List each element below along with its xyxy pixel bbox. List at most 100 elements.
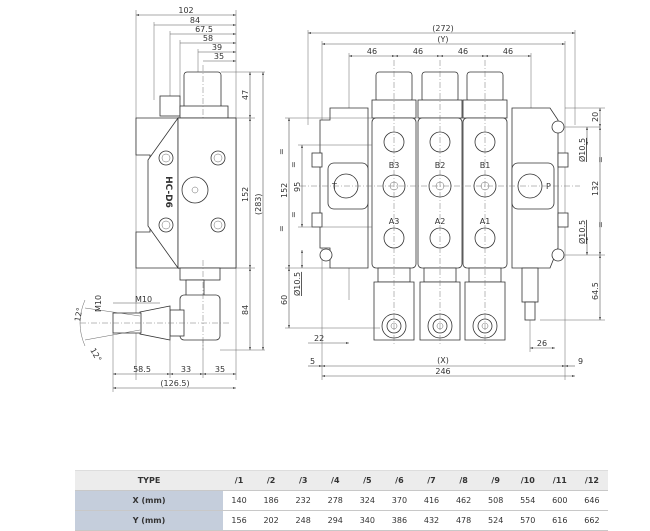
dim-39: 39 [212, 43, 222, 52]
dim-y: (Y) [437, 35, 448, 44]
table-cell: 462 [447, 490, 480, 511]
technical-drawing: 102 84 67.5 58 39 35 [73, 6, 605, 392]
work-sections: B3 B2 B1 A3 A2 A1 [371, 117, 508, 269]
table-cell: 340 [351, 510, 384, 531]
table-row-y: Y (mm) 156 202 248 294 340 386 432 478 5… [75, 510, 608, 531]
dim-126-5: (126.5) [160, 379, 189, 388]
dim-dia-10-5-bottom: Ø10.5 [577, 220, 587, 244]
dim-283: (283) [254, 193, 263, 215]
spool-caps [371, 71, 508, 119]
table-cell: 616 [543, 510, 576, 531]
type-col: /8 [447, 470, 480, 491]
type-col: /10 [511, 470, 544, 491]
body-bolts [158, 150, 226, 233]
port-b1: B1 [480, 161, 491, 170]
table-cell: 416 [415, 490, 448, 511]
dim-x: (X) [437, 356, 449, 365]
type-col: /4 [319, 470, 352, 491]
angle-bottom: 12° [88, 347, 103, 364]
equal-mark-2: = [289, 161, 298, 168]
table-cell: 186 [255, 490, 288, 511]
table-cell: 294 [319, 510, 352, 531]
type-col: /11 [543, 470, 576, 491]
table-cell: 140 [223, 490, 256, 511]
dim-60: 60 [280, 295, 289, 305]
table-cell: 508 [479, 490, 512, 511]
dim-246: 246 [435, 367, 450, 376]
row-label-y: Y (mm) [75, 510, 223, 531]
table-cell: 278 [319, 490, 352, 511]
dim-132: 132 [591, 181, 600, 196]
dim-35-bottom: 35 [215, 365, 225, 374]
front-view: (272) (Y) 46 46 46 46 [277, 24, 605, 380]
front-bottom-dimensions: 22 5 (X) 246 26 9 [308, 320, 583, 377]
table-cell: 370 [383, 490, 416, 511]
dim-84: 84 [190, 16, 200, 25]
side-port [181, 176, 209, 204]
dim-5: 5 [310, 357, 315, 366]
dim-22: 22 [314, 334, 324, 343]
body-marking: HC-D6 [163, 176, 173, 208]
table-cell: 156 [223, 510, 256, 531]
port-a3: A3 [389, 217, 400, 226]
port-a1: A1 [480, 217, 491, 226]
dim-dia-10-5-top: Ø10.5 [577, 138, 587, 162]
front-right-dimensions: 20 Ø10.5 132 Ø10.5 64.5 = = [540, 107, 605, 321]
type-col: /9 [479, 470, 512, 491]
table-cell: 646 [575, 490, 608, 511]
dim-58-5: 58.5 [133, 365, 151, 374]
table-cell: 202 [255, 510, 288, 531]
lever-housing [179, 294, 221, 341]
table-cell: 662 [575, 510, 608, 531]
dim-46-b: 46 [413, 47, 423, 56]
type-col: /12 [575, 470, 608, 491]
dim-67-5: 67.5 [195, 25, 213, 34]
dim-20: 20 [591, 112, 600, 122]
side-bottom-dimensions: 58.5 33 35 (126.5) [112, 333, 236, 392]
type-col: /5 [351, 470, 384, 491]
dim-9: 9 [578, 357, 583, 366]
dim-152: 152 [241, 187, 250, 202]
dim-102: 102 [178, 6, 193, 15]
dim-272: (272) [432, 24, 454, 33]
type-col: /1 [223, 470, 256, 491]
dim-33: 33 [181, 365, 191, 374]
dim-95: 95 [293, 182, 302, 192]
equal-mark-1: = [277, 148, 286, 155]
dim-58: 58 [203, 34, 213, 43]
dim-dia-10-5-left: Ø10.5 [292, 272, 302, 296]
port-p: P [546, 182, 551, 191]
dim-152-front: 152 [280, 183, 289, 198]
dim-46-d: 46 [503, 47, 513, 56]
port-a2: A2 [435, 217, 446, 226]
side-view: 102 84 67.5 58 39 35 [73, 6, 265, 392]
equal-mark-3: = [289, 211, 298, 218]
type-dimensions-table: TYPE /1 /2 /3 /4 /5 /6 /7 /8 /9 /10 /11 … [75, 470, 608, 531]
table-cell: 600 [543, 490, 576, 511]
side-top-dimensions: 102 84 67.5 58 39 35 [135, 6, 237, 380]
table-cell: 386 [383, 510, 416, 531]
table-cell: 324 [351, 490, 384, 511]
dim-26: 26 [537, 339, 547, 348]
table-cell: 554 [511, 490, 544, 511]
type-col: /6 [383, 470, 416, 491]
front-left-dimensions: 152 95 Ø10.5 60 = = = = [277, 117, 380, 329]
table-header-row: TYPE /1 /2 /3 /4 /5 /6 /7 /8 /9 /10 /11 … [75, 470, 608, 491]
table-cell: 570 [511, 510, 544, 531]
row-label-x: X (mm) [75, 490, 223, 511]
port-b3: B3 [389, 161, 400, 170]
angle-top: 12° [73, 307, 84, 323]
table-cell: 524 [479, 510, 512, 531]
dim-35: 35 [214, 52, 224, 61]
thread-m10-horizontal: M10 [135, 295, 152, 304]
table-cell: 432 [415, 510, 448, 531]
type-col: /2 [255, 470, 288, 491]
side-right-dimensions: 47 152 (283) 84 [220, 71, 265, 351]
dim-46-a: 46 [367, 47, 377, 56]
equal-mark-right-2: = [596, 221, 605, 228]
table-cell: 248 [287, 510, 320, 531]
type-col: /7 [415, 470, 448, 491]
lever-housings [373, 267, 539, 341]
dim-64-5: 64.5 [591, 282, 600, 300]
port-t: T [331, 182, 337, 191]
